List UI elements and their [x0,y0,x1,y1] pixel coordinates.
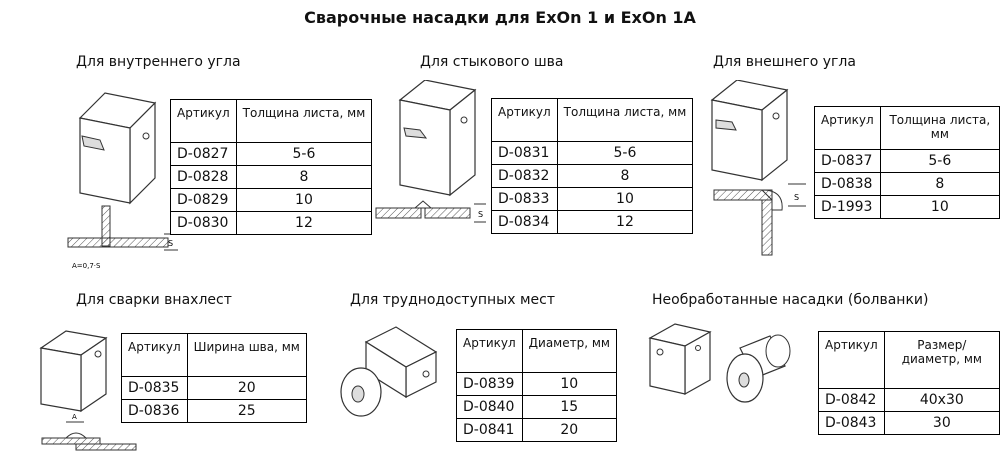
section-title-blanks: Необработанные насадки (болванки) [652,292,929,308]
column-header-article: Артикул [170,99,237,143]
thickness-mark: S [168,239,173,248]
external-corner-nozzle-image: S [710,80,806,256]
blank-nozzles-image [648,323,791,403]
column-header-article: Артикул [491,98,558,142]
column-header-article: Артикул [814,106,881,150]
section-title-lap-weld: Для сварки внахлест [76,292,232,308]
diagram-formula-label: A=0,7·S [72,262,101,270]
internal-corner-nozzle-image: S A=0,7·S [67,92,178,270]
column-header-thickness: Толщина листа, мм [556,98,694,142]
page-title: Сварочные насадки для ExOn 1 и ExOn 1A [304,8,696,27]
column-header-thickness: Толщина листа, мм [235,99,373,143]
section-title-hard-to-reach: Для труднодоступных мест [350,292,555,308]
column-header-width: Ширина шва, мм [186,333,307,377]
thickness-mark: S [478,210,483,219]
thickness-mark: S [794,193,799,202]
column-header-article: Артикул [456,329,523,373]
column-header-diameter: Диаметр, мм [521,329,617,373]
lap-weld-nozzle-image: A [39,330,137,451]
column-header-thickness: Толщина листа, мм [879,106,1000,150]
column-header-size-diameter: Размер/ диаметр, мм [883,331,1000,389]
section-title-butt-weld: Для стыкового шва [420,54,564,70]
butt-weld-nozzle-image: S [375,80,486,223]
hard-to-reach-nozzle-image [340,326,438,417]
section-title-internal-corner: Для внутреннего угла [76,54,241,70]
width-mark: A [72,413,77,421]
column-header-article: Артикул [121,333,188,377]
column-header-article: Артикул [818,331,885,389]
section-title-external-corner: Для внешнего угла [713,54,856,70]
